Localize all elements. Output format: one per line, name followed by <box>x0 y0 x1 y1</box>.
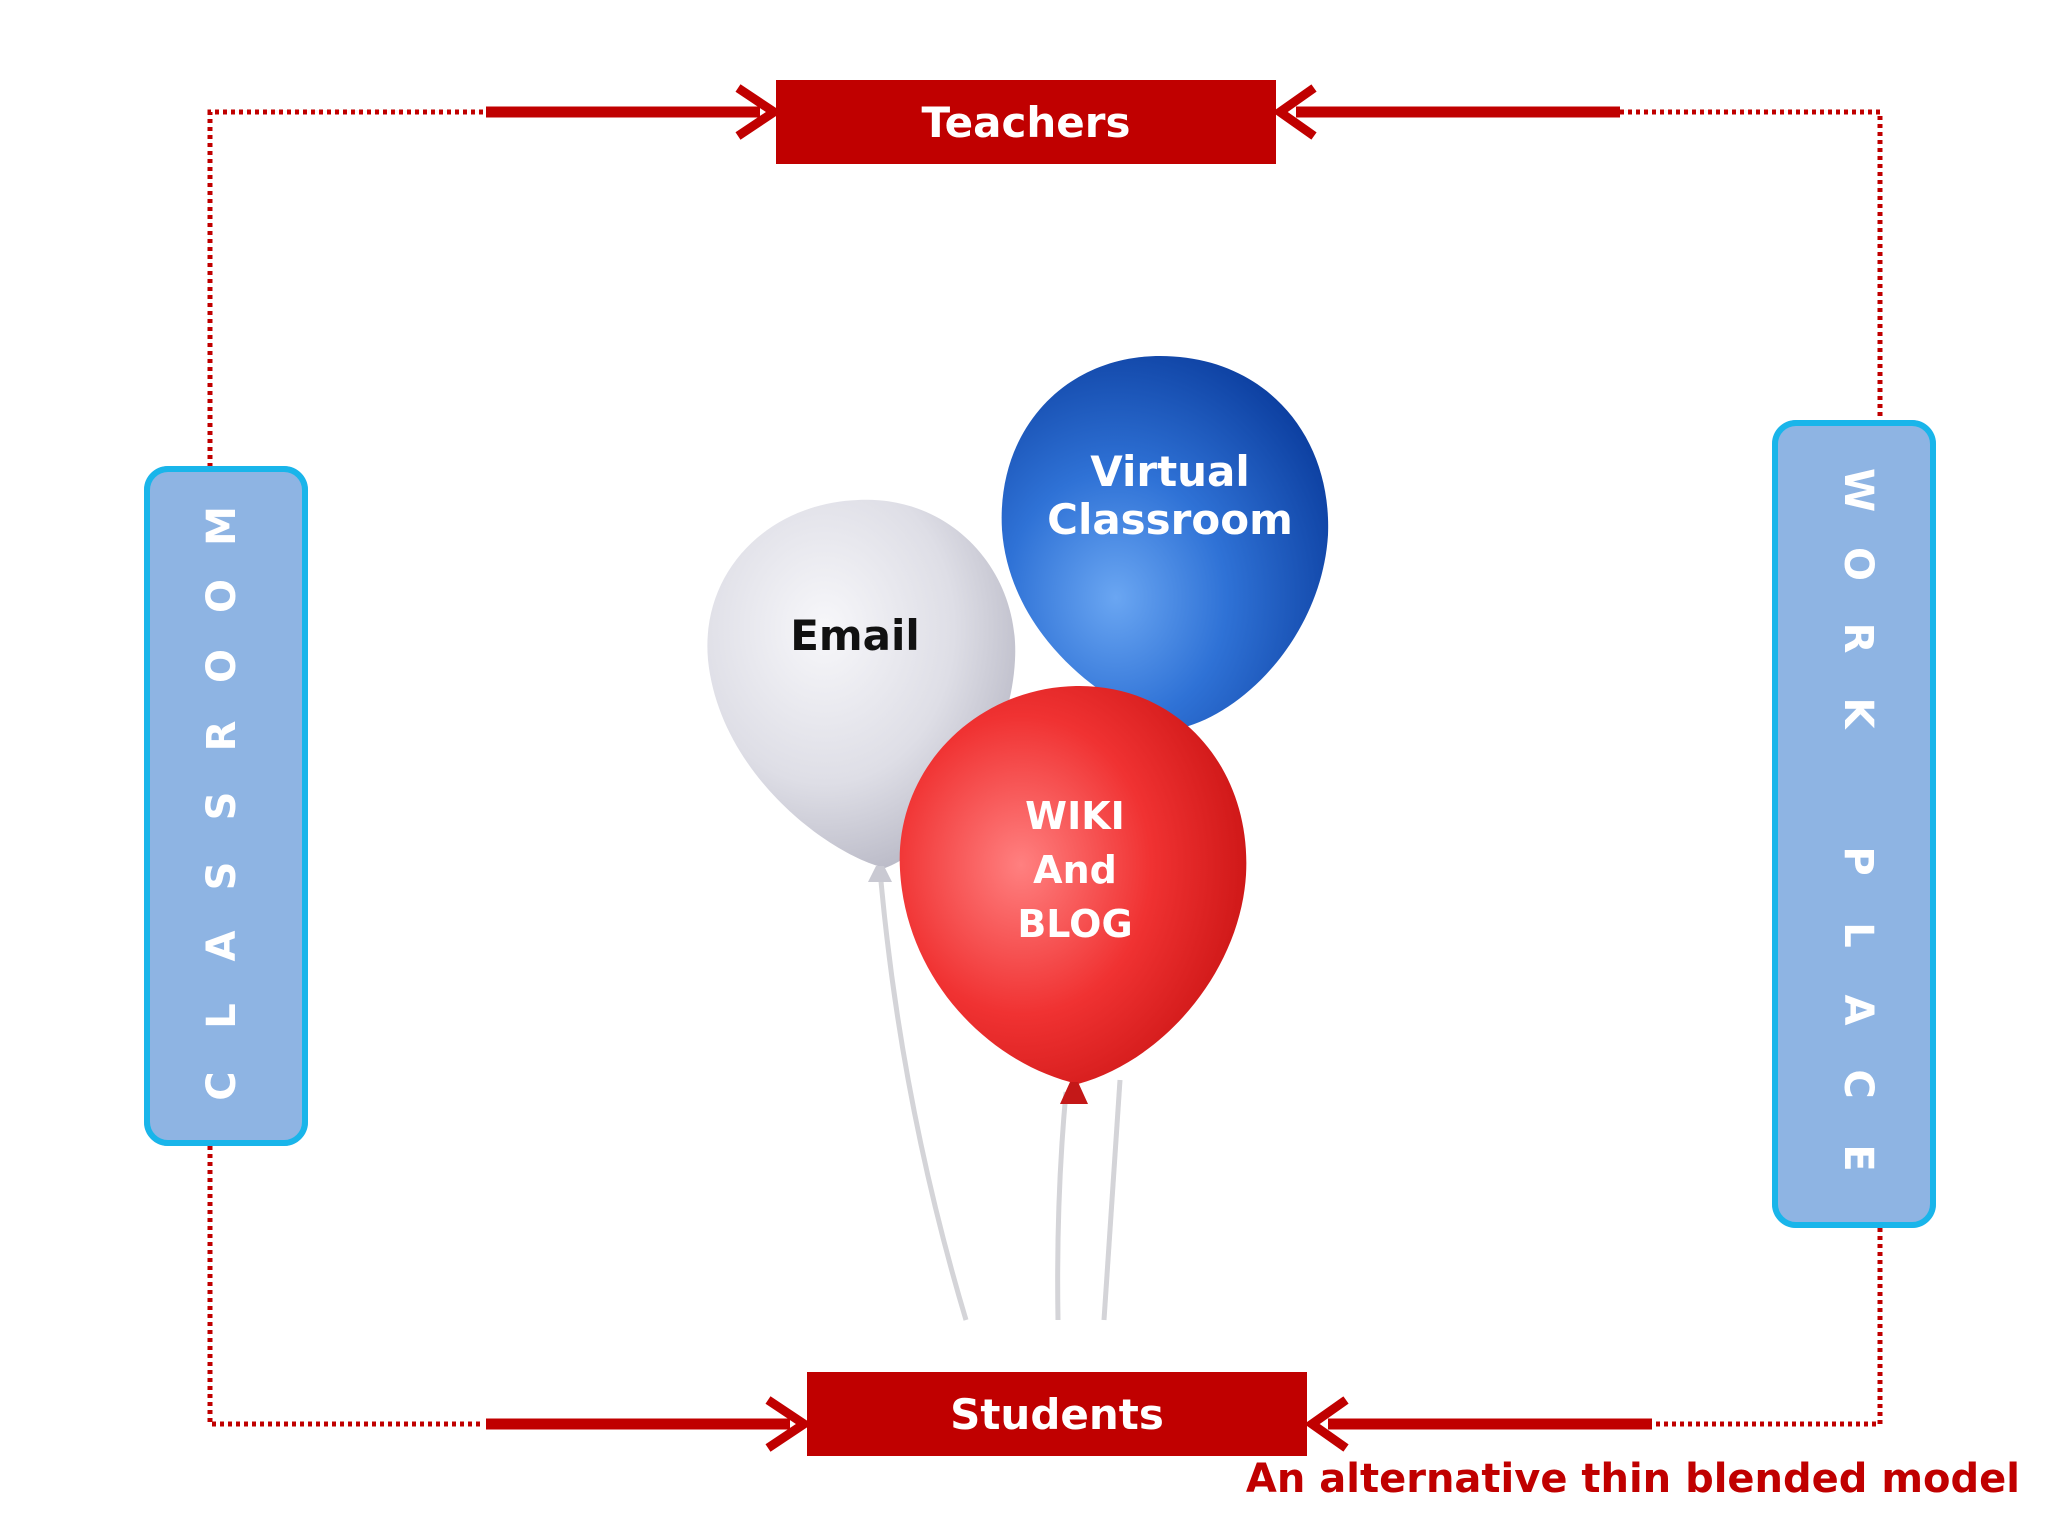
wiki-line-2: And <box>1033 847 1117 892</box>
classroom-letter: C <box>199 1071 245 1101</box>
workplace-letter: L <box>1835 922 1881 949</box>
diagram-caption: An alternative thin blended model <box>1245 1456 2020 1502</box>
virtual-classroom-balloon <box>1001 356 1329 728</box>
classroom-letter: M <box>199 506 245 546</box>
balloon-strings <box>877 869 1123 1321</box>
wiki-blog-balloon-label: WIKI And BLOG <box>990 790 1160 952</box>
workplace-letter: P <box>1835 846 1881 876</box>
virtual-line-1: Virtual <box>1090 447 1250 496</box>
arrow-head-teachers-right <box>1272 84 1317 140</box>
workplace-letter: O <box>1835 547 1881 582</box>
classroom-letter: L <box>199 1003 245 1029</box>
wiki-blog-balloon <box>899 685 1247 1104</box>
classroom-letter: S <box>199 791 245 821</box>
wiki-line-3: BLOG <box>1017 901 1133 946</box>
workplace-letter: E <box>1835 1144 1881 1172</box>
virtual-classroom-balloon-label: Virtual Classroom <box>1030 447 1310 545</box>
classroom-letter: O <box>199 649 245 684</box>
arrow-head-students-left <box>765 1396 813 1452</box>
classroom-letter: A <box>199 930 245 962</box>
arrow-heads <box>735 84 1349 1452</box>
workplace-letter: A <box>1835 994 1881 1026</box>
email-balloon-label: Email <box>760 611 950 660</box>
workplace-panel-bg <box>1772 420 1936 1228</box>
classroom-letter: O <box>199 579 245 614</box>
arrow-shafts <box>486 106 1652 1430</box>
workplace-letter: C <box>1835 1069 1881 1099</box>
virtual-line-2: Classroom <box>1047 495 1293 545</box>
teachers-label: Teachers <box>921 97 1131 147</box>
classroom-panel-bg <box>144 466 308 1146</box>
teachers-box-bg <box>776 80 1276 164</box>
wiki-line-1: WIKI <box>1025 794 1125 838</box>
workplace-letter: K <box>1835 697 1881 729</box>
classroom-letter: R <box>199 720 245 752</box>
email-text: Email <box>790 611 920 660</box>
students-label: Students <box>950 1389 1164 1439</box>
arrow-head-students-right <box>1304 1396 1349 1452</box>
classroom-letter: S <box>199 861 245 891</box>
workplace-letter: W <box>1835 467 1881 513</box>
students-box-bg <box>807 1372 1307 1456</box>
workplace-letter: R <box>1835 623 1881 654</box>
dotted-frame <box>207 109 1883 1427</box>
arrow-head-teachers-left <box>735 84 783 140</box>
